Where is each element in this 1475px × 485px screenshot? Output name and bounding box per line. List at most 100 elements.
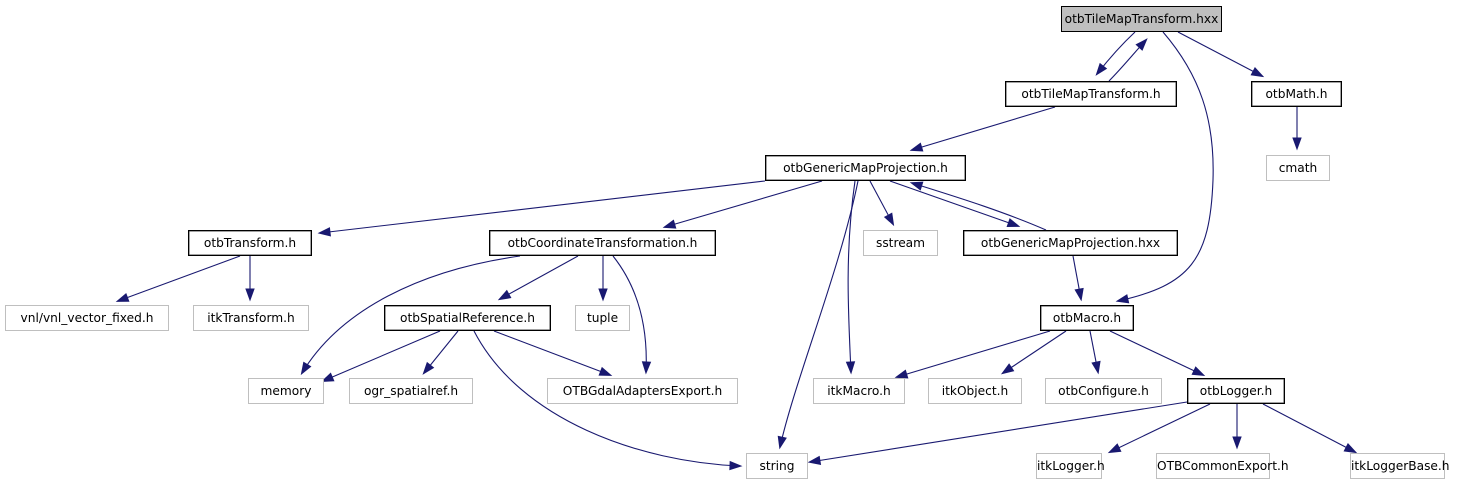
arrowhead-icon (300, 361, 312, 376)
edge-coordtrans_h-to-spatialref (497, 255, 579, 301)
node-string: string (746, 453, 808, 479)
edge-spatialref-to-memory (320, 330, 441, 382)
edge-line (499, 255, 579, 300)
edge-coordtrans_h-to-memory (300, 255, 521, 376)
arrowhead-icon (422, 361, 435, 375)
edge-genericmap_h-to-string (777, 180, 859, 450)
node-otbconfigure: otbConfigure.h (1045, 378, 1162, 404)
edge-genericmap_h-to-sstream (869, 180, 895, 227)
edge-genericmap_h-to-coordtrans_h (662, 180, 823, 229)
edge-spatialref-to-string (473, 330, 743, 471)
edge-otbmacro-to-otbconfigure (1089, 330, 1101, 375)
edge-line (322, 330, 441, 382)
arrowhead-icon (1250, 66, 1265, 78)
arrowhead-icon (320, 372, 335, 382)
node-spatialref[interactable]: otbSpatialReference.h (384, 305, 551, 331)
edge-tilemap_h-to-genericmap_h (909, 106, 1056, 152)
edge-line (911, 182, 1047, 231)
edge-line (612, 255, 647, 373)
node-itkmacro: itkMacro.h (813, 378, 905, 404)
arrowhead-icon (909, 181, 924, 191)
node-memory: memory (248, 378, 324, 404)
edge-line (301, 255, 521, 374)
edge-otblogger-to-commonexport (1232, 404, 1242, 450)
edge-line (319, 180, 766, 234)
edge-transform_h-to-itktransform (245, 256, 255, 302)
edge-line (664, 180, 823, 228)
edge-tilemap_hxx-to-otbmacro (1115, 31, 1214, 304)
arrowhead-icon (1232, 436, 1242, 450)
edge-line (1177, 31, 1263, 77)
edge-transform_h-to-vnl (115, 255, 241, 302)
edge-otbmacro-to-otblogger (1109, 330, 1206, 377)
node-gdalexport: OTBGdalAdaptersExport.h (547, 378, 738, 404)
node-otbmath[interactable]: otbMath.h (1251, 81, 1342, 107)
node-vnl: vnl/vnl_vector_fixed.h (5, 305, 169, 331)
edge-spatialref-to-gdalexport (493, 330, 613, 376)
node-itktransform: itkTransform.h (193, 305, 309, 331)
arrowhead-icon (1135, 38, 1148, 51)
arrowhead-icon (1074, 287, 1084, 302)
edge-genericmap_hxx-to-genericmap_h (909, 181, 1047, 231)
node-tilemap-hxx[interactable]: otbTileMapTransform.hxx (1061, 6, 1222, 32)
arrowhead-icon (729, 460, 743, 471)
node-sstream: sstream (863, 230, 938, 256)
edge-line (1002, 330, 1067, 374)
edge-otblogger-to-itkloggerbase (1262, 403, 1358, 454)
edge-otbmacro-to-itkmacro (894, 330, 1051, 379)
edge-spatialref-to-ogr (422, 330, 459, 375)
edge-tilemap_h-to-tilemap_hxx (1108, 38, 1148, 82)
edge-otbmath-to-cmath (1292, 107, 1302, 151)
arrowhead-icon (1000, 363, 1015, 375)
edge-coordtrans_h-to-gdalexport (612, 255, 652, 375)
node-tuple: tuple (575, 305, 630, 331)
arrowhead-icon (1107, 443, 1122, 454)
node-tilemap-h[interactable]: otbTileMapTransform.h (1005, 81, 1177, 107)
arrowhead-icon (1115, 294, 1130, 304)
arrowhead-icon (317, 227, 331, 237)
arrowhead-icon (115, 292, 130, 302)
arrowhead-icon (497, 289, 512, 301)
node-genericmap-hxx[interactable]: otbGenericMapProjection.hxx (963, 230, 1178, 256)
edge-tilemap_hxx-to-otbmath (1177, 31, 1265, 78)
arrowhead-icon (909, 142, 924, 152)
node-cmath: cmath (1266, 155, 1330, 181)
node-otbmacro[interactable]: otbMacro.h (1040, 305, 1134, 331)
node-itkobject: itkObject.h (928, 378, 1022, 404)
edge-line (896, 330, 1051, 378)
edge-genericmap_h-to-genericmap_hxx (889, 180, 1021, 227)
arrowhead-icon (245, 288, 255, 302)
arrowhead-icon (1191, 366, 1206, 377)
edge-line (911, 106, 1056, 151)
edge-otblogger-to-itklogger (1107, 403, 1211, 454)
arrowhead-icon (883, 212, 895, 227)
node-itklogger: itkLogger.h (1036, 453, 1105, 479)
edge-line (1109, 403, 1211, 453)
arrowhead-icon (1343, 442, 1358, 454)
edge-line (809, 401, 1188, 463)
arrowhead-icon (777, 435, 787, 450)
edge-line (473, 330, 741, 467)
arrowhead-icon (1006, 218, 1021, 227)
node-itkloggerbase: itkLoggerBase.h (1350, 453, 1450, 479)
arrowhead-icon (845, 361, 856, 375)
edge-line (117, 255, 241, 302)
edge-line (1117, 31, 1214, 302)
edge-genericmap_h-to-itkmacro (845, 180, 856, 375)
node-otblogger[interactable]: otbLogger.h (1187, 378, 1285, 404)
edge-otblogger-to-string (807, 401, 1188, 466)
edge-line (493, 330, 611, 376)
edge-line (889, 180, 1019, 227)
edge-coordtrans_h-to-tuple (598, 256, 608, 302)
edge-line (779, 180, 859, 448)
edge-otbmacro-to-itkobject (1000, 330, 1067, 375)
node-genericmap-h[interactable]: otbGenericMapProjection.h (765, 155, 966, 181)
arrowhead-icon (598, 366, 613, 376)
node-transform-h[interactable]: otbTransform.h (188, 230, 312, 256)
arrowhead-icon (662, 219, 677, 229)
node-coordtrans-h[interactable]: otbCoordinateTransformation.h (489, 230, 716, 256)
edge-genericmap_h-to-transform_h (317, 180, 766, 237)
edges-layer (115, 31, 1358, 471)
edge-line (1109, 330, 1204, 376)
